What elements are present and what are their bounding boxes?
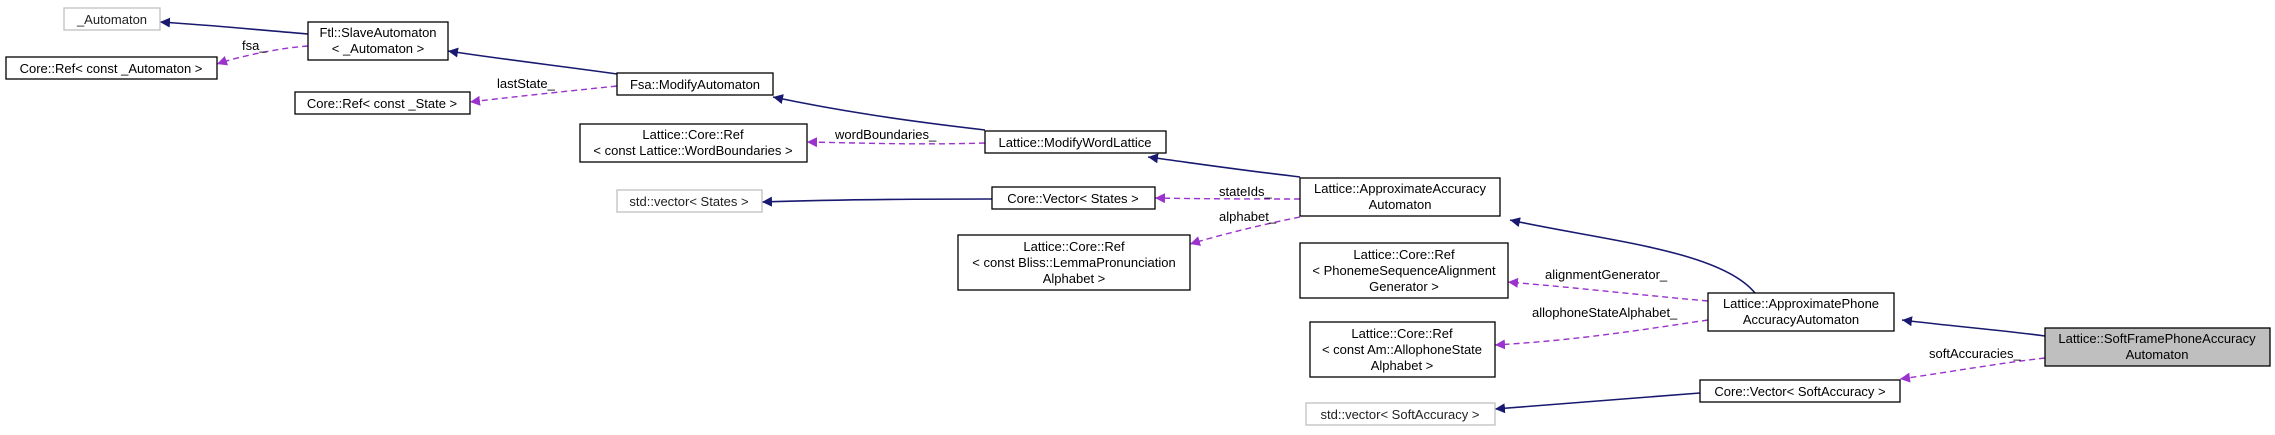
edge-inherit-modify-to-slave	[447, 47, 618, 75]
node-core-ref-alignment-generator[interactable]: Lattice::Core::Ref < PhonemeSequenceAlig…	[1299, 242, 1509, 299]
edge-label-word-boundaries: wordBoundaries_	[834, 127, 937, 142]
edge-inherit-approxacc-to-stdvector	[761, 196, 993, 207]
node-soft-frame-phone-accuracy-automaton[interactable]: Lattice::SoftFramePhoneAccuracy Automato…	[2044, 327, 2271, 367]
node-core-ref-state[interactable]: Core::Ref< const _State >	[294, 91, 471, 115]
edge-label-allophone-state-alphabet: allophoneStateAlphabet_	[1532, 305, 1678, 320]
node-label: Lattice::ModifyWordLattice	[999, 135, 1152, 150]
edge-inherit-wordlattice-to-modify	[772, 94, 986, 131]
edge-label-fsa: fsa_	[242, 38, 267, 53]
edge-label-alignment-generator: alignmentGenerator_	[1545, 267, 1668, 282]
node-label: Lattice::Core::Ref	[1023, 239, 1125, 254]
node-label: std::vector< States >	[629, 194, 748, 209]
node-label: Alphabet >	[1043, 271, 1106, 286]
node-label: < PhonemeSequenceAlignment	[1312, 263, 1496, 278]
node-label: Lattice::ApproximateAccuracy	[1314, 181, 1486, 196]
node-label: Lattice::SoftFramePhoneAccuracy	[2058, 331, 2256, 346]
node-label: Lattice::Core::Ref	[1353, 247, 1455, 262]
node-label: Core::Vector< States >	[1007, 191, 1139, 206]
edge-label-last-state: lastState_	[497, 76, 556, 91]
node-label: Core::Vector< SoftAccuracy >	[1714, 384, 1885, 399]
node-core-ref-lemma-alphabet[interactable]: Lattice::Core::Ref < const Bliss::LemmaP…	[957, 234, 1191, 291]
edge-member-alphabet	[1189, 216, 1301, 246]
node-label: Lattice::Core::Ref	[642, 127, 744, 142]
node-label: Fsa::ModifyAutomaton	[630, 77, 760, 92]
node-label: Lattice::Core::Ref	[1351, 326, 1453, 341]
node-label: Alphabet >	[1371, 358, 1434, 373]
edge-label-soft-accuracies: softAccuracies_	[1929, 346, 2022, 361]
node-core-vector-states[interactable]: Core::Vector< States >	[991, 186, 1156, 210]
node-label: < _Automaton >	[332, 41, 425, 56]
edge-member-last-state	[469, 85, 618, 106]
node-std-vector-states[interactable]: std::vector< States >	[616, 189, 763, 213]
node-label: Automaton	[1369, 197, 1432, 212]
edge-inherit-softframe-to-phoneacc	[1901, 316, 2046, 337]
node-core-ref-allophone-alphabet[interactable]: Lattice::Core::Ref < const Am::Allophone…	[1309, 321, 1496, 378]
node-automaton-param[interactable]: _Automaton	[63, 7, 161, 31]
node-approximate-accuracy-automaton[interactable]: Lattice::ApproximateAccuracy Automaton	[1299, 177, 1501, 217]
edge-label-state-ids: stateIds_	[1219, 184, 1273, 199]
node-modify-word-lattice[interactable]: Lattice::ModifyWordLattice	[984, 130, 1167, 154]
edge-member-soft-accuracies	[1899, 357, 2046, 383]
edge-inherit-corevector-to-stdvector-soft	[1494, 392, 1701, 414]
node-label: < const Bliss::LemmaPronunciation	[972, 255, 1175, 270]
node-label: < const Am::AllophoneState	[1322, 342, 1482, 357]
edge-inherit-approxacc-to-wordlattice	[1147, 153, 1301, 178]
node-label: Lattice::ApproximatePhone	[1723, 296, 1879, 311]
node-label: _Automaton	[76, 12, 147, 27]
node-label: < const Lattice::WordBoundaries >	[593, 143, 792, 158]
edge-label-alphabet: alphabet_	[1219, 209, 1277, 224]
node-label: Core::Ref< const _State >	[307, 96, 457, 111]
node-modify-automaton[interactable]: Fsa::ModifyAutomaton	[616, 72, 774, 96]
edge-member-state-ids	[1154, 193, 1301, 204]
node-core-ref-word-boundaries[interactable]: Lattice::Core::Ref < const Lattice::Word…	[579, 123, 808, 163]
node-label: std::vector< SoftAccuracy >	[1321, 407, 1480, 422]
edge-inherit-slave-to-automaton	[159, 17, 309, 35]
edge-member-allophone-alphabet	[1494, 319, 1709, 350]
node-label: Core::Ref< const _Automaton >	[20, 61, 203, 76]
edge-member-word-boundaries	[806, 137, 986, 148]
edge-inherit-phoneacc-to-approxacc	[1509, 217, 1756, 294]
node-core-vector-soft-accuracy[interactable]: Core::Vector< SoftAccuracy >	[1699, 379, 1901, 403]
node-label: Generator >	[1369, 279, 1439, 294]
node-label: Automaton	[2126, 347, 2189, 362]
edge-member-alignment-generator	[1507, 277, 1709, 302]
node-label: AccuracyAutomaton	[1743, 312, 1859, 327]
node-std-vector-soft-accuracy[interactable]: std::vector< SoftAccuracy >	[1305, 402, 1496, 426]
node-core-ref-automaton[interactable]: Core::Ref< const _Automaton >	[5, 56, 218, 80]
node-label: Ftl::SlaveAutomaton	[319, 25, 436, 40]
edge-member-fsa	[216, 45, 309, 66]
node-slave-automaton[interactable]: Ftl::SlaveAutomaton < _Automaton >	[307, 21, 449, 61]
node-approximate-phone-accuracy-automaton[interactable]: Lattice::ApproximatePhone AccuracyAutoma…	[1707, 292, 1895, 332]
